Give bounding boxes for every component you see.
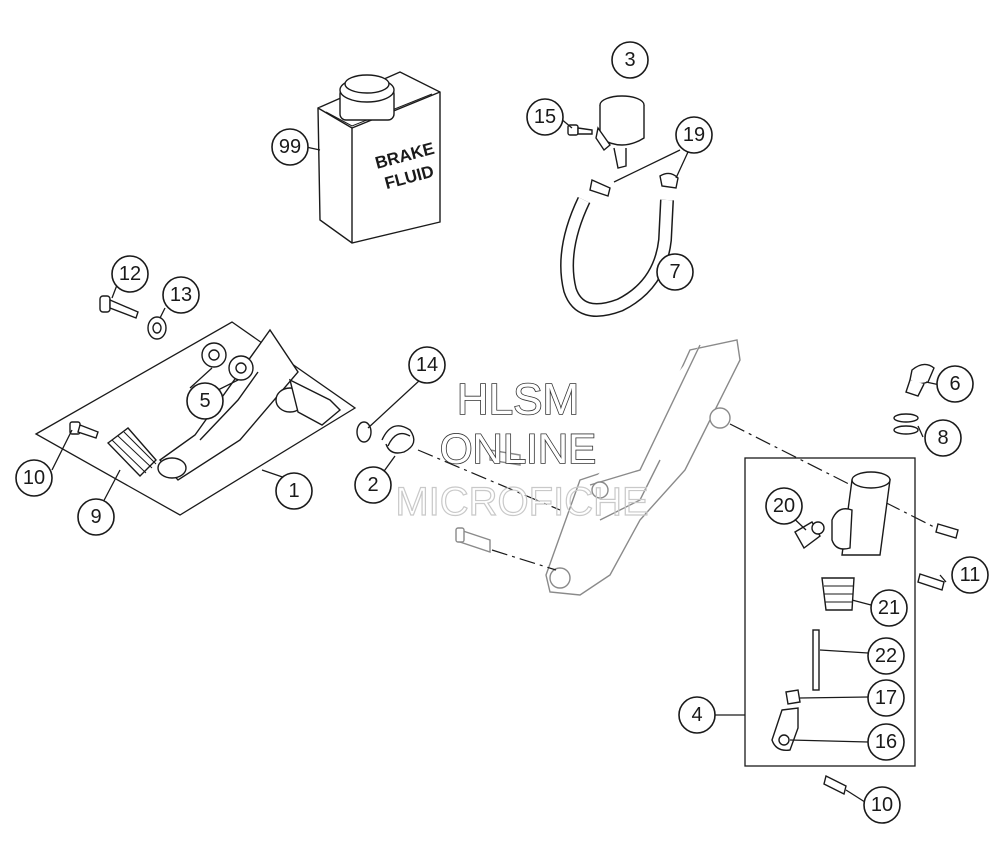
pedal-group [34, 321, 357, 516]
callout-9: 9 [77, 498, 115, 536]
watermark-line2: ONLINE [440, 425, 596, 472]
callout-9-label: 9 [90, 506, 101, 528]
callout-14-label: 14 [416, 354, 438, 376]
callout-11: 11 [951, 556, 989, 594]
callout-10-right: 10 [863, 786, 901, 824]
footrest-bracket [455, 339, 741, 596]
watermark-line3: MICROFICHE [395, 480, 648, 524]
callout-16-label: 16 [875, 731, 897, 753]
callout-22: 22 [867, 637, 905, 675]
callout-10-left: 10 [15, 459, 53, 497]
callout-14: 14 [408, 346, 446, 384]
assembly-line-3 [729, 423, 941, 531]
callout-21-label: 21 [878, 597, 900, 619]
callout-1: 1 [275, 472, 313, 510]
callout-17: 17 [867, 679, 905, 717]
callout-10-left-label: 10 [23, 467, 45, 489]
callout-13: 13 [162, 276, 200, 314]
callout-6: 6 [936, 365, 974, 403]
callout-7-label: 7 [669, 261, 680, 283]
callout-2-label: 2 [367, 474, 378, 496]
callout-99-label: 99 [279, 136, 301, 158]
callout-21: 21 [870, 589, 908, 627]
callout-5-label: 5 [199, 390, 210, 412]
callout-10-right-label: 10 [871, 794, 893, 816]
callout-7: 7 [656, 253, 694, 291]
brake-fluid-can: BRAKE FLUID [317, 71, 441, 244]
callout-2: 2 [354, 466, 392, 504]
callout-20: 20 [765, 487, 803, 525]
callout-8-label: 8 [937, 427, 948, 449]
callout-11-label: 11 [960, 564, 981, 586]
callout-6-label: 6 [949, 373, 960, 395]
small-bolts [823, 363, 959, 796]
spring-washer [356, 421, 415, 454]
callout-22-label: 22 [875, 645, 897, 667]
callout-1-label: 1 [288, 480, 299, 502]
callout-15: 15 [526, 98, 564, 136]
callout-15-label: 15 [534, 106, 556, 128]
callout-12: 12 [111, 255, 149, 293]
callout-99: 99 [271, 128, 309, 166]
assembly-line-1 [417, 449, 561, 511]
callout-4: 4 [678, 696, 716, 734]
callout-5: 5 [186, 382, 224, 420]
callout-8: 8 [924, 419, 962, 457]
callout-4-label: 4 [691, 704, 702, 726]
callout-20-label: 20 [773, 495, 795, 517]
callout-19: 19 [675, 116, 713, 154]
callout-13-label: 13 [170, 284, 192, 306]
callout-3-label: 3 [624, 49, 635, 71]
callout-12-label: 12 [119, 263, 141, 285]
callout-19-label: 19 [683, 124, 705, 146]
pivot-bolt [99, 295, 167, 340]
watermark-line1: HLSM [457, 375, 579, 424]
callout-3: 3 [611, 41, 649, 79]
watermark: HLSM ONLINE MICROFICHE [395, 374, 650, 524]
callout-16: 16 [867, 723, 905, 761]
assembly-line-2 [491, 549, 557, 571]
callout-17-label: 17 [875, 687, 897, 709]
